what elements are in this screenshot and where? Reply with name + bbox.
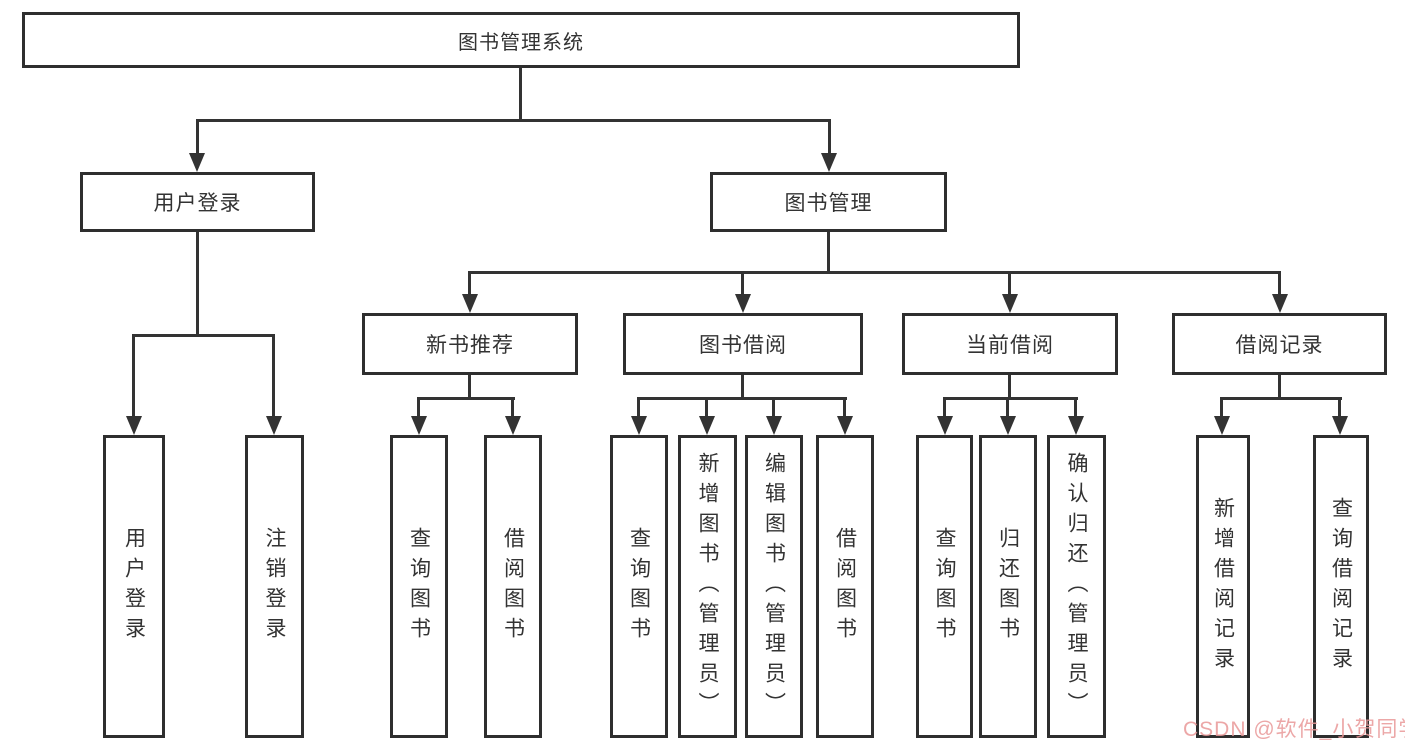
arrowhead-down-icon [266, 416, 282, 435]
connector-line [196, 232, 199, 337]
connector-line [637, 397, 640, 419]
connector-line [1008, 271, 1011, 296]
node-label: 当前借阅 [966, 334, 1054, 357]
connector-line [196, 119, 831, 122]
leaf-label: 注销登录 [263, 526, 286, 647]
connector-line [132, 334, 135, 418]
connector-line [705, 397, 708, 419]
node-label: 图书借阅 [699, 334, 787, 357]
connector-line [417, 397, 420, 419]
arrowhead-down-icon [735, 294, 751, 313]
leaf-logout: 注销登录 [245, 435, 304, 738]
connector-line [943, 397, 1078, 400]
leaf-label: 用户登录 [122, 526, 146, 647]
connector-line [741, 271, 744, 296]
leaf-user-login: 用户登录 [103, 435, 165, 738]
connector-line [1278, 375, 1281, 400]
arrowhead-down-icon [462, 294, 478, 313]
connector-line [827, 232, 830, 274]
connector-line [1220, 397, 1223, 419]
leaf-label: 编辑图书（管理员） [762, 451, 786, 722]
leaf-query-books-current: 查询图书 [916, 435, 973, 738]
node-label: 图书管理 [784, 192, 873, 215]
connector-line [637, 397, 847, 400]
connector-line [511, 397, 514, 419]
node-book-management: 图书管理 [710, 172, 947, 232]
arrowhead-down-icon [821, 153, 837, 172]
connector-line [1008, 375, 1011, 400]
arrowhead-down-icon [1214, 416, 1230, 435]
leaf-borrow-books: 借阅图书 [816, 435, 874, 738]
node-label: 图书管理系统 [458, 31, 584, 54]
leaf-label: 借阅图书 [501, 526, 525, 647]
leaf-label: 查询图书 [933, 526, 956, 647]
leaf-label: 借阅图书 [833, 526, 857, 647]
connector-line [1278, 271, 1281, 296]
connector-line [1220, 397, 1342, 400]
arrowhead-down-icon [505, 416, 521, 435]
arrowhead-down-icon [1002, 294, 1018, 313]
connector-line [1006, 397, 1009, 419]
leaf-query-books-borrow: 查询图书 [610, 435, 668, 738]
node-label: 借阅记录 [1235, 334, 1324, 357]
leaf-edit-book-admin: 编辑图书（管理员） [745, 435, 803, 738]
connector-line [1074, 397, 1077, 419]
leaf-query-books-recommend: 查询图书 [390, 435, 448, 738]
arrowhead-down-icon [837, 416, 853, 435]
node-user-login: 用户登录 [80, 172, 315, 232]
leaf-label: 确认归还（管理员） [1065, 451, 1088, 722]
leaf-label: 新增借阅记录 [1211, 496, 1235, 677]
arrowhead-down-icon [631, 416, 647, 435]
node-root-library-system: 图书管理系统 [22, 12, 1020, 68]
connector-line [741, 375, 744, 400]
node-new-book-recommend: 新书推荐 [362, 313, 578, 375]
connector-line [772, 397, 775, 419]
leaf-label: 归还图书 [996, 526, 1020, 647]
leaf-add-book-admin: 新增图书（管理员） [678, 435, 737, 738]
leaf-confirm-return-admin: 确认归还（管理员） [1047, 435, 1106, 738]
arrowhead-down-icon [1272, 294, 1288, 313]
connector-line [828, 119, 831, 155]
connector-line [132, 334, 275, 337]
node-current-borrow: 当前借阅 [902, 313, 1118, 375]
arrowhead-down-icon [699, 416, 715, 435]
arrowhead-down-icon [126, 416, 142, 435]
arrowhead-down-icon [1068, 416, 1084, 435]
connector-line [468, 271, 471, 296]
node-book-borrow: 图书借阅 [623, 313, 863, 375]
connector-line [1338, 397, 1341, 419]
leaf-label: 新增图书（管理员） [696, 451, 719, 722]
leaf-label: 查询图书 [407, 526, 431, 647]
connector-line [272, 334, 275, 418]
leaf-borrow-books-recommend: 借阅图书 [484, 435, 542, 738]
arrowhead-down-icon [1332, 416, 1348, 435]
node-borrow-records: 借阅记录 [1172, 313, 1387, 375]
arrowhead-down-icon [411, 416, 427, 435]
node-label: 新书推荐 [426, 334, 514, 357]
connector-line [943, 397, 946, 419]
node-label: 用户登录 [153, 192, 242, 215]
leaf-add-borrow-record: 新增借阅记录 [1196, 435, 1250, 738]
connector-line [468, 271, 1281, 274]
connector-line [196, 119, 199, 155]
watermark: CSDN @软件_小贺同学 [1183, 718, 1405, 741]
leaf-label: 查询图书 [627, 526, 651, 647]
connector-line [468, 375, 471, 400]
connector-line [843, 397, 846, 419]
arrowhead-down-icon [1000, 416, 1016, 435]
connector-line [417, 397, 515, 400]
arrowhead-down-icon [937, 416, 953, 435]
leaf-label: 查询借阅记录 [1329, 496, 1353, 677]
arrowhead-down-icon [766, 416, 782, 435]
leaf-query-borrow-record: 查询借阅记录 [1313, 435, 1369, 738]
leaf-return-books: 归还图书 [979, 435, 1037, 738]
connector-line [519, 68, 522, 120]
arrowhead-down-icon [189, 153, 205, 172]
